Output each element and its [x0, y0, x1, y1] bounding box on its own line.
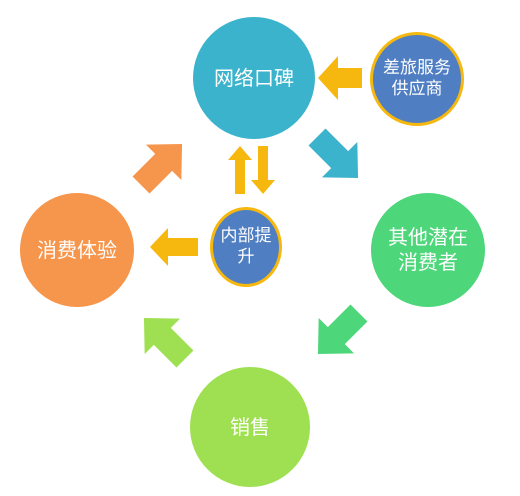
arrow-internal-to-experience — [150, 228, 198, 266]
node-other-potential-consumers: 其他潜在消费者 — [371, 193, 485, 307]
node-sales: 销售 — [190, 367, 310, 487]
node-internal-improvement: 内部提升 — [210, 207, 282, 287]
node-online-reputation-label: 网络口碑 — [214, 65, 294, 90]
node-sales-label: 销售 — [230, 414, 270, 439]
node-consumer-experience-label: 消费体验 — [37, 237, 117, 262]
arrow-potential-to-sales — [317, 304, 368, 355]
arrow-supplier-to-reputation — [318, 56, 362, 100]
node-other-potential-consumers-label: 其他潜在消费者 — [388, 225, 468, 274]
arrow-reputation-to-potential — [308, 128, 359, 179]
arrow-sales-to-experience — [143, 317, 194, 368]
arrow-internal-up — [228, 146, 252, 194]
node-consumer-experience: 消费体验 — [20, 193, 134, 307]
node-travel-service-supplier: 差旅服务供应商 — [370, 32, 464, 126]
arrow-experience-to-reputation — [132, 143, 183, 194]
node-online-reputation: 网络口碑 — [193, 17, 315, 139]
node-internal-improvement-label: 内部提升 — [220, 225, 272, 267]
arrow-internal-down — [251, 146, 275, 194]
node-travel-service-supplier-label: 差旅服务供应商 — [383, 57, 451, 99]
